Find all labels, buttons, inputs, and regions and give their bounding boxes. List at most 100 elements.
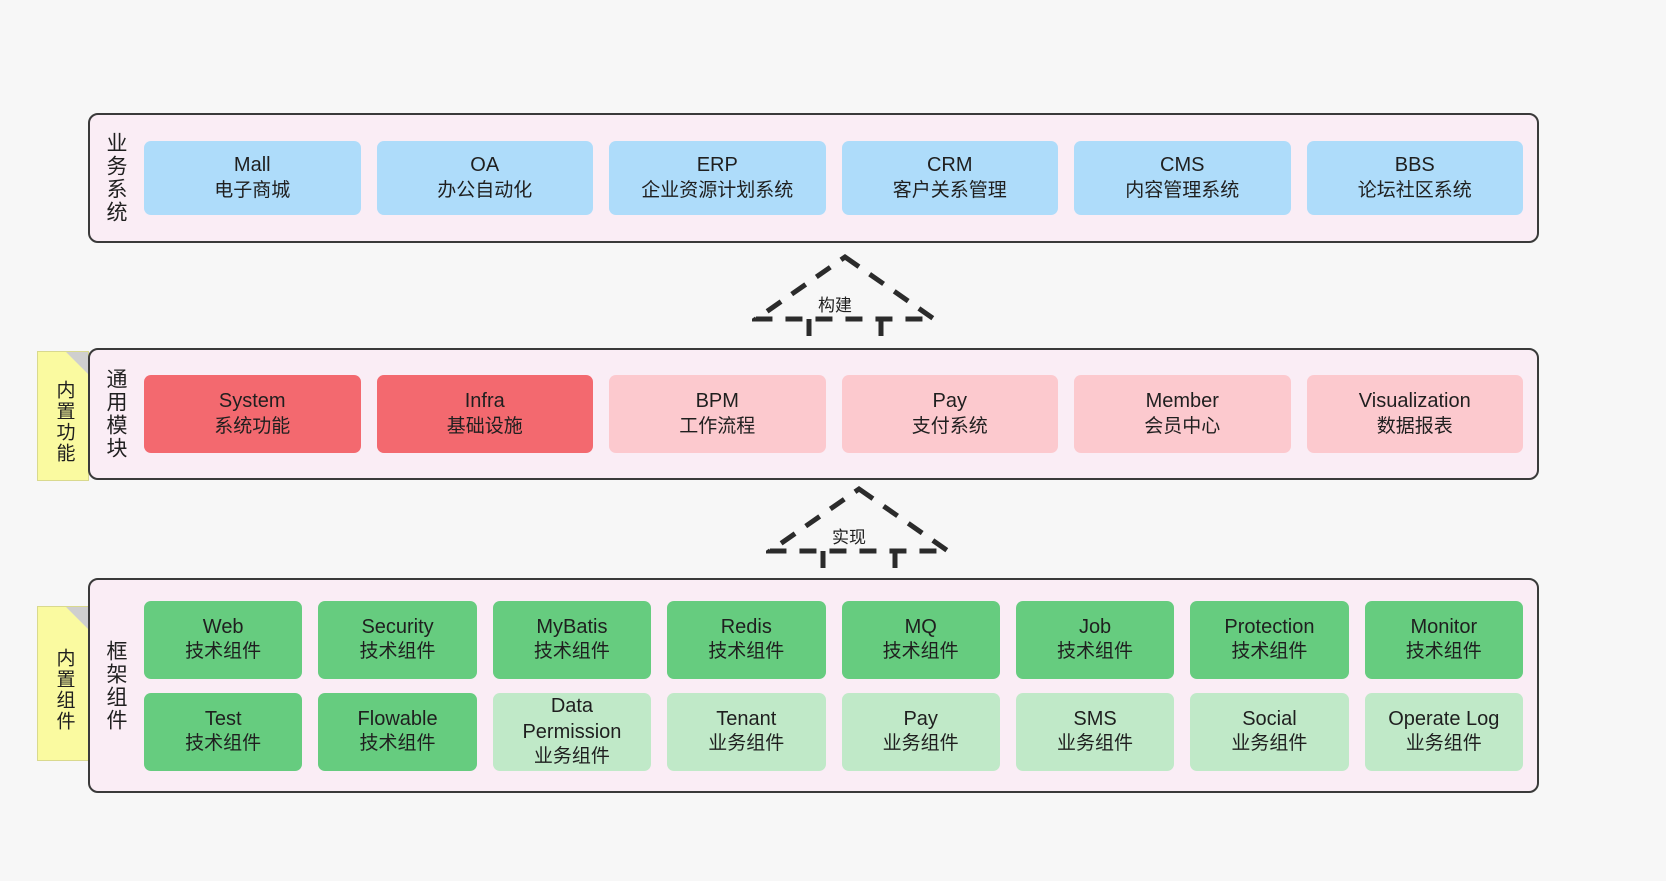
card-pay[interactable]: Pay 支付系统 [841,375,1058,453]
layer-body-business: Mall 电子商城 OA 办公自动化 ERP 企业资源计划系统 CRM 客户关系… [140,115,1537,241]
arrow-label-build: 构建 [818,296,852,315]
card-bbs[interactable]: BBS 论坛社区系统 [1306,141,1523,215]
arrow-head-triangle [766,485,952,554]
layer-framework-components: 框架组件 Web 技术组件 Security 技术组件 MyBatis 技术组件… [88,578,1539,793]
card-mq[interactable]: MQ 技术组件 [841,600,1000,679]
arrow-implement: 实现 [766,483,952,581]
card-mall[interactable]: Mall 电子商城 [144,141,361,215]
card-system[interactable]: System 系统功能 [144,375,361,453]
card-infra[interactable]: Infra 基础设施 [376,375,593,453]
card-title: Pay [903,707,938,730]
card-subtitle: 系统功能 [214,415,291,437]
layer-title-common: 通用模块 [104,368,128,460]
card-monitor[interactable]: Monitor 技术组件 [1364,600,1523,679]
card-title: Job [1078,615,1112,638]
layer-title-framework: 框架组件 [104,639,128,732]
page-fold-corner-icon [66,352,88,374]
layer-title-business: 业务系统 [104,132,128,224]
card-row: System 系统功能 Infra 基础设施 BPM 工作流程 Pay 支付系统… [144,375,1523,453]
card-title: Test [204,707,242,730]
arrow-build: 构建 [752,251,938,349]
card-subtitle: 技术组件 [185,641,262,663]
card-subtitle: 企业资源计划系统 [641,179,794,201]
card-subtitle: 工作流程 [679,415,756,437]
card-subtitle: 基础设施 [446,415,523,437]
sticky-note-label: 内置组件 [53,647,75,732]
card-mybatis[interactable]: MyBatis 技术组件 [492,600,652,679]
card-title-line2: Permission [522,720,622,743]
layer-body-common: System 系统功能 Infra 基础设施 BPM 工作流程 Pay 支付系统… [140,350,1537,478]
card-title: Member [1145,390,1219,413]
sticky-note-label: 内置功能 [53,380,75,464]
card-title: Protection [1224,615,1315,638]
card-subtitle: 内容管理系统 [1125,179,1240,201]
card-job[interactable]: Job 技术组件 [1015,600,1175,679]
card-subtitle: 数据报表 [1376,415,1453,437]
card-cms[interactable]: CMS 内容管理系统 [1074,141,1291,215]
card-title: Data [550,695,594,718]
card-title: Monitor [1410,615,1478,638]
card-member[interactable]: Member 会员中心 [1074,375,1291,453]
card-title: Redis [720,615,772,638]
card-title: Operate Log [1388,707,1500,730]
card-bpm[interactable]: BPM 工作流程 [609,375,826,453]
card-title: Security [361,615,434,638]
arrow-label-implement: 实现 [832,528,866,547]
card-tenant[interactable]: Tenant 业务组件 [667,692,826,771]
card-title: Pay [932,390,967,413]
card-subtitle: 技术组件 [533,641,610,663]
card-crm[interactable]: CRM 客户关系管理 [841,141,1058,215]
arrow-head-triangle [752,253,938,322]
card-operate-log[interactable]: Operate Log 业务组件 [1364,692,1523,771]
card-social[interactable]: Social 业务组件 [1190,692,1349,771]
card-subtitle: 技术组件 [1231,641,1308,663]
card-pay-component[interactable]: Pay 业务组件 [841,692,1000,771]
arrow-stem [820,551,898,581]
card-title: SMS [1073,707,1117,730]
card-test[interactable]: Test 技术组件 [144,692,303,771]
layer-business-systems: 业务系统 Mall 电子商城 OA 办公自动化 ERP 企业资源计划系统 CRM… [88,113,1539,243]
card-subtitle: 技术组件 [359,641,436,663]
card-subtitle: 业务组件 [708,733,785,755]
card-subtitle: 技术组件 [1405,641,1482,663]
card-subtitle: 业务组件 [1231,733,1308,755]
card-subtitle: 技术组件 [708,641,785,663]
card-title: ERP [696,154,738,177]
card-protection[interactable]: Protection 技术组件 [1190,600,1349,679]
card-web[interactable]: Web 技术组件 [144,600,303,679]
card-subtitle: 业务组件 [882,733,959,755]
sticky-note-builtin-components: 内置组件 [37,606,89,761]
card-title: BBS [1394,154,1435,177]
card-subtitle: 支付系统 [911,415,988,437]
layer-body-framework: Web 技术组件 Security 技术组件 MyBatis 技术组件 Redi… [140,580,1537,791]
card-subtitle: 技术组件 [882,641,959,663]
card-erp[interactable]: ERP 企业资源计划系统 [609,141,826,215]
card-title: Web [202,615,244,638]
card-row: Test 技术组件 Flowable 技术组件 Data Permission … [144,692,1523,771]
card-title: CMS [1160,154,1205,177]
card-flowable[interactable]: Flowable 技术组件 [318,692,477,771]
card-title: MyBatis [536,615,608,638]
card-sms[interactable]: SMS 业务组件 [1015,692,1175,771]
card-security[interactable]: Security 技术组件 [318,600,477,679]
card-title: Tenant [716,707,777,730]
card-redis[interactable]: Redis 技术组件 [667,600,826,679]
card-data-permission[interactable]: Data Permission 业务组件 [492,692,652,771]
card-row: Mall 电子商城 OA 办公自动化 ERP 企业资源计划系统 CRM 客户关系… [144,141,1523,215]
card-oa[interactable]: OA 办公自动化 [376,141,593,215]
card-visualization[interactable]: Visualization 数据报表 [1306,375,1523,453]
card-title: CRM [926,154,973,177]
card-subtitle: 会员中心 [1144,415,1221,437]
card-title: MQ [904,615,937,638]
card-subtitle: 办公自动化 [437,179,533,201]
card-title: Visualization [1358,390,1471,413]
card-subtitle: 业务组件 [1405,733,1482,755]
card-title: System [218,390,286,413]
page-fold-corner-icon [66,607,88,629]
card-subtitle: 业务组件 [533,745,610,767]
card-subtitle: 技术组件 [185,733,262,755]
arrow-stem [806,319,884,349]
card-title: Social [1242,707,1297,730]
card-title: Infra [464,390,505,413]
